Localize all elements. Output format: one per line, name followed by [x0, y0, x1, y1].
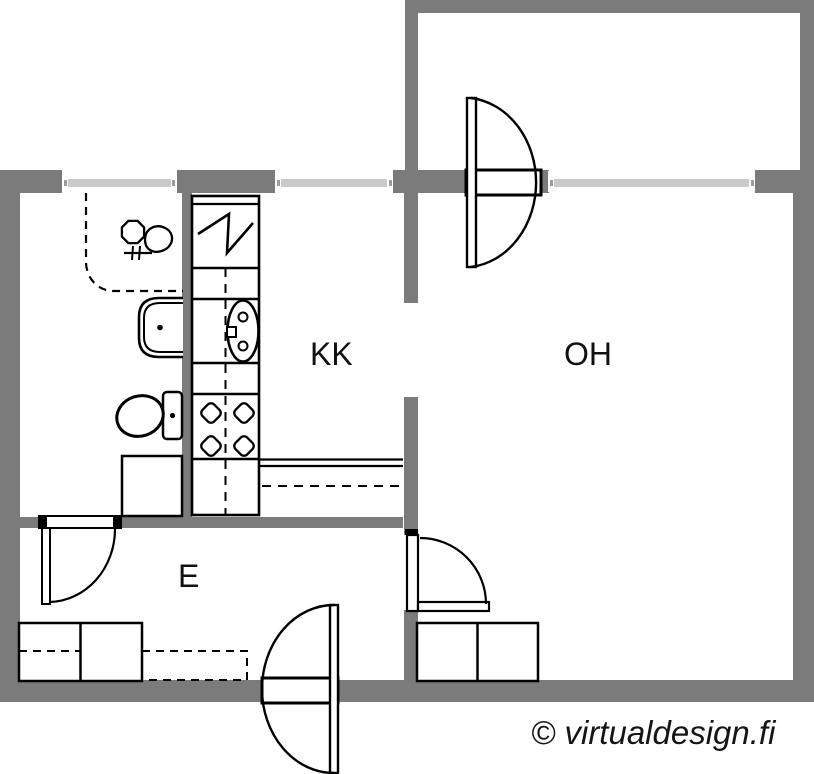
- walls: [0, 0, 814, 702]
- kitchen-fixtures: [190, 194, 403, 517]
- toilet-icon: [115, 390, 184, 441]
- shower-area-dashed: [84, 193, 183, 293]
- balcony-door: [464, 96, 543, 269]
- wall-top-room-left: [405, 0, 418, 193]
- appliance-space: [120, 454, 184, 518]
- wall-divider-middle: [404, 397, 418, 535]
- room-label-living-room: OH: [564, 336, 612, 372]
- wardrobe-right: [415, 621, 540, 683]
- wardrobe-left: [17, 621, 144, 683]
- living-room-door: [405, 529, 491, 613]
- wall-band-c: [393, 170, 466, 193]
- wall-bottom: [0, 680, 814, 702]
- wardrobe-reservation-dashed: [142, 650, 248, 681]
- window-1: [62, 171, 177, 192]
- wall-band-d: [541, 170, 549, 193]
- room-label-kitchenette: KK: [310, 336, 353, 372]
- wall-hall-main: [122, 517, 403, 528]
- wardrobes: [17, 621, 540, 683]
- window-2: [275, 171, 393, 192]
- wall-divider-upper: [404, 193, 418, 303]
- washbasin-icon: [120, 219, 174, 261]
- wall-hall-left-stub: [18, 517, 38, 528]
- watermark: © virtualdesign.fi: [531, 714, 776, 751]
- wall-band-e: [755, 170, 814, 193]
- refrigerator-icon: [197, 211, 254, 257]
- stove-icon: [200, 402, 255, 457]
- bathroom-fixtures: [84, 193, 184, 518]
- hand-basin-icon: [137, 296, 183, 359]
- wall-left: [0, 170, 20, 702]
- windows: [62, 171, 755, 192]
- room-label-entrance: E: [178, 558, 200, 594]
- wall-divider-lower: [404, 610, 418, 682]
- wall-top-room-right: [800, 0, 814, 193]
- wall-band-b: [177, 170, 275, 193]
- entrance-door: [260, 603, 340, 774]
- window-3: [548, 171, 755, 192]
- wall-top: [405, 0, 814, 13]
- kitchen-sink-icon: [226, 299, 260, 363]
- wall-right: [793, 193, 814, 702]
- kitchen-counter: [259, 458, 403, 487]
- wall-bath-kitchen: [182, 193, 192, 517]
- bathroom-door: [38, 515, 122, 605]
